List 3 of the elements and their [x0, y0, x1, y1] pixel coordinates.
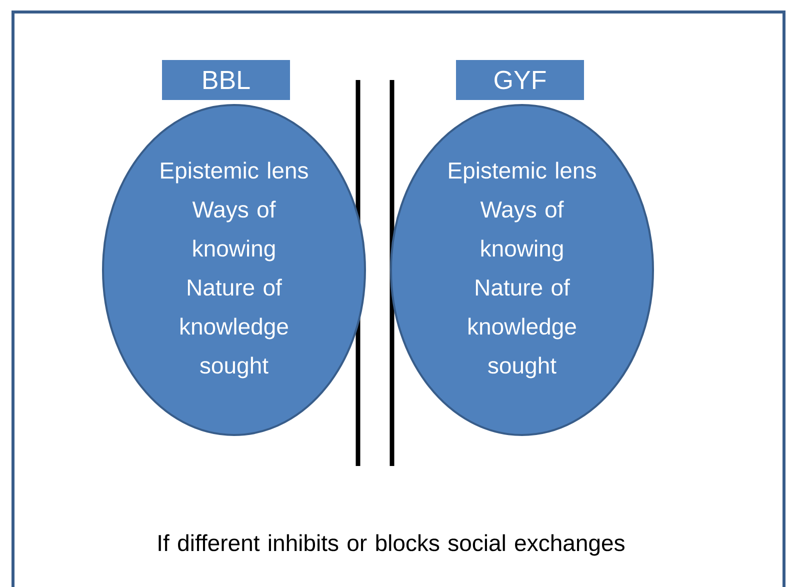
caption-text: If different inhibits or blocks social exchanges — [158, 534, 624, 556]
title-tag: BBL — [162, 60, 290, 100]
title-tag: GYF — [456, 60, 584, 100]
